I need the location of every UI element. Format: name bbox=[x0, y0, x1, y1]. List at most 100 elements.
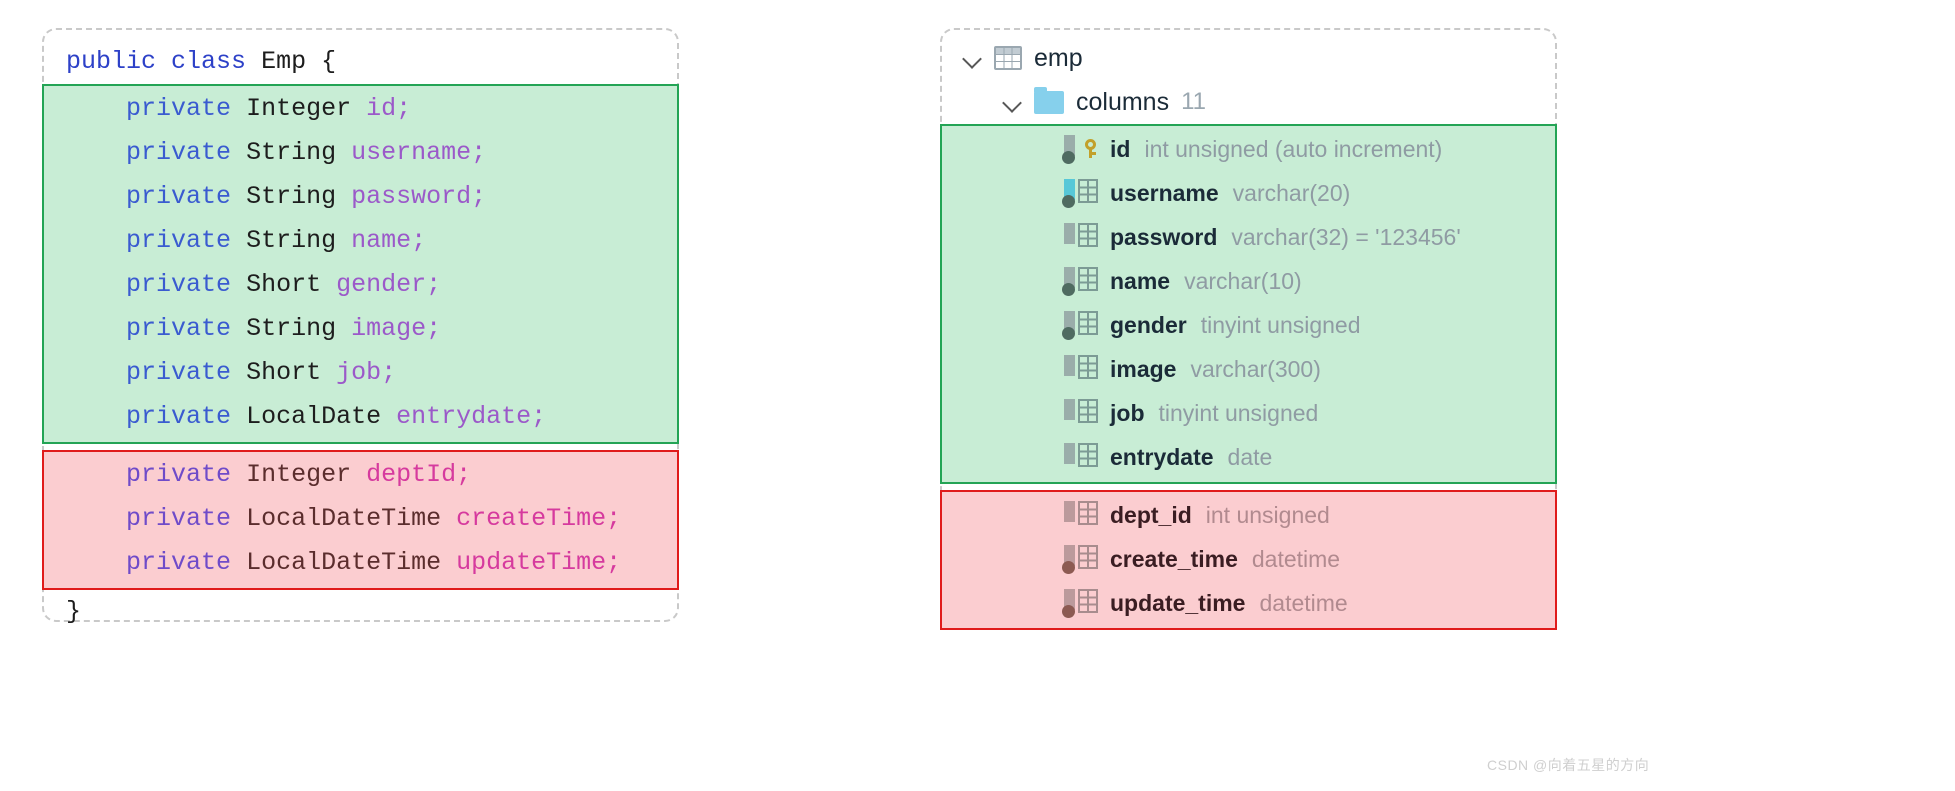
code-line-field-image: private String image; bbox=[44, 307, 677, 351]
field-name: username bbox=[351, 138, 472, 167]
field-name: entrydate bbox=[396, 402, 532, 431]
column-name: dept_id bbox=[1110, 501, 1192, 528]
column-type: int unsigned bbox=[1205, 501, 1330, 528]
semicolon: ; bbox=[471, 182, 487, 211]
column-grid-icon bbox=[1078, 589, 1098, 613]
semicolon: ; bbox=[606, 504, 622, 533]
not-null-dot-icon bbox=[1062, 283, 1075, 296]
column-name: name bbox=[1110, 267, 1171, 294]
keyword-private: private bbox=[126, 504, 232, 533]
semicolon: ; bbox=[531, 402, 547, 431]
keyword-public: public bbox=[66, 47, 157, 76]
keyword-private: private bbox=[126, 548, 232, 577]
field-type: Integer bbox=[246, 94, 352, 123]
column-primary-key-icon bbox=[1062, 134, 1100, 164]
not-null-dot-icon bbox=[1062, 327, 1075, 340]
column-grid-icon bbox=[1078, 545, 1098, 569]
folder-icon bbox=[1034, 86, 1064, 114]
column-icon bbox=[1062, 398, 1100, 428]
field-name: image bbox=[351, 314, 427, 343]
column-index-bar bbox=[1064, 355, 1075, 376]
column-row-gender[interactable]: gender tinyint unsigned bbox=[942, 303, 1555, 347]
column-row-dept_id[interactable]: dept_id int unsigned bbox=[942, 493, 1555, 537]
keyword-private: private bbox=[126, 460, 232, 489]
column-index-bar bbox=[1064, 443, 1075, 464]
column-type: varchar(10) bbox=[1184, 267, 1302, 294]
tree-node-columns[interactable]: columns 11 bbox=[942, 80, 1555, 124]
field-name: password bbox=[351, 182, 472, 211]
column-row-job[interactable]: job tinyint unsigned bbox=[942, 391, 1555, 435]
field-name: deptId bbox=[366, 460, 457, 489]
keyword-private: private bbox=[126, 138, 232, 167]
column-type: datetime bbox=[1251, 545, 1341, 572]
column-name: job bbox=[1110, 399, 1145, 426]
field-type: LocalDateTime bbox=[246, 548, 442, 577]
code-line-field-password: private String password; bbox=[44, 175, 677, 219]
column-type: tinyint unsigned bbox=[1200, 311, 1361, 338]
chevron-down-icon[interactable] bbox=[1000, 89, 1026, 115]
column-type: varchar(32) = '123456' bbox=[1231, 223, 1461, 250]
column-name: username bbox=[1110, 179, 1219, 206]
column-index-bar bbox=[1064, 223, 1075, 244]
code-line-field-createTime: private LocalDateTime createTime; bbox=[44, 497, 677, 541]
column-grid-icon bbox=[1078, 501, 1098, 525]
column-grid-icon bbox=[1078, 223, 1098, 247]
keyword-private: private bbox=[126, 94, 232, 123]
not-null-dot-icon bbox=[1062, 151, 1075, 164]
semicolon: ; bbox=[606, 548, 622, 577]
java-code-area: public class Emp { private Integer id; p… bbox=[42, 30, 679, 626]
field-name: name bbox=[351, 226, 412, 255]
field-name: gender bbox=[336, 270, 427, 299]
tree-node-table-emp[interactable]: emp bbox=[942, 36, 1555, 80]
watermark: CSDN @向着五星的方向 bbox=[1487, 757, 1650, 773]
column-name: gender bbox=[1110, 311, 1187, 338]
column-row-password[interactable]: password varchar(32) = '123456' bbox=[942, 215, 1555, 259]
keyword-private: private bbox=[126, 182, 232, 211]
semicolon: ; bbox=[426, 314, 442, 343]
column-index-bar bbox=[1064, 267, 1075, 288]
semicolon: ; bbox=[456, 460, 472, 489]
not-null-dot-icon bbox=[1062, 195, 1075, 208]
column-name: password bbox=[1110, 223, 1218, 250]
column-grid-icon bbox=[1078, 399, 1098, 423]
field-name: updateTime bbox=[456, 548, 607, 577]
field-type: Short bbox=[246, 270, 322, 299]
columns-label: columns bbox=[1076, 87, 1170, 116]
field-type: String bbox=[246, 138, 337, 167]
not-null-dot-icon bbox=[1062, 605, 1075, 618]
column-name: id bbox=[1110, 135, 1131, 162]
column-icon bbox=[1062, 354, 1100, 384]
java-green-highlight-group: private Integer id; private String usern… bbox=[42, 84, 679, 444]
column-row-name[interactable]: name varchar(10) bbox=[942, 259, 1555, 303]
column-index-bar bbox=[1064, 501, 1075, 522]
field-type: LocalDateTime bbox=[246, 504, 442, 533]
field-type: String bbox=[246, 226, 337, 255]
java-entity-panel: public class Emp { private Integer id; p… bbox=[42, 28, 679, 626]
code-line-field-job: private Short job; bbox=[44, 351, 677, 395]
column-icon bbox=[1062, 544, 1100, 574]
chevron-down-icon[interactable] bbox=[960, 45, 986, 71]
table-name-label: emp bbox=[1034, 43, 1083, 72]
keyword-private: private bbox=[126, 402, 232, 431]
keyword-class: class bbox=[171, 47, 247, 76]
column-name: image bbox=[1110, 355, 1177, 382]
java-red-highlight-group: private Integer deptId; private LocalDat… bbox=[42, 450, 679, 590]
keyword-private: private bbox=[126, 226, 232, 255]
code-line-field-gender: private Short gender; bbox=[44, 263, 677, 307]
keyword-private: private bbox=[126, 358, 232, 387]
column-icon bbox=[1062, 588, 1100, 618]
code-line-field-name: private String name; bbox=[44, 219, 677, 263]
column-type: tinyint unsigned bbox=[1158, 399, 1319, 426]
semicolon: ; bbox=[426, 270, 442, 299]
column-index-bar bbox=[1064, 179, 1075, 200]
not-null-dot-icon bbox=[1062, 561, 1075, 574]
open-brace: { bbox=[321, 47, 337, 76]
